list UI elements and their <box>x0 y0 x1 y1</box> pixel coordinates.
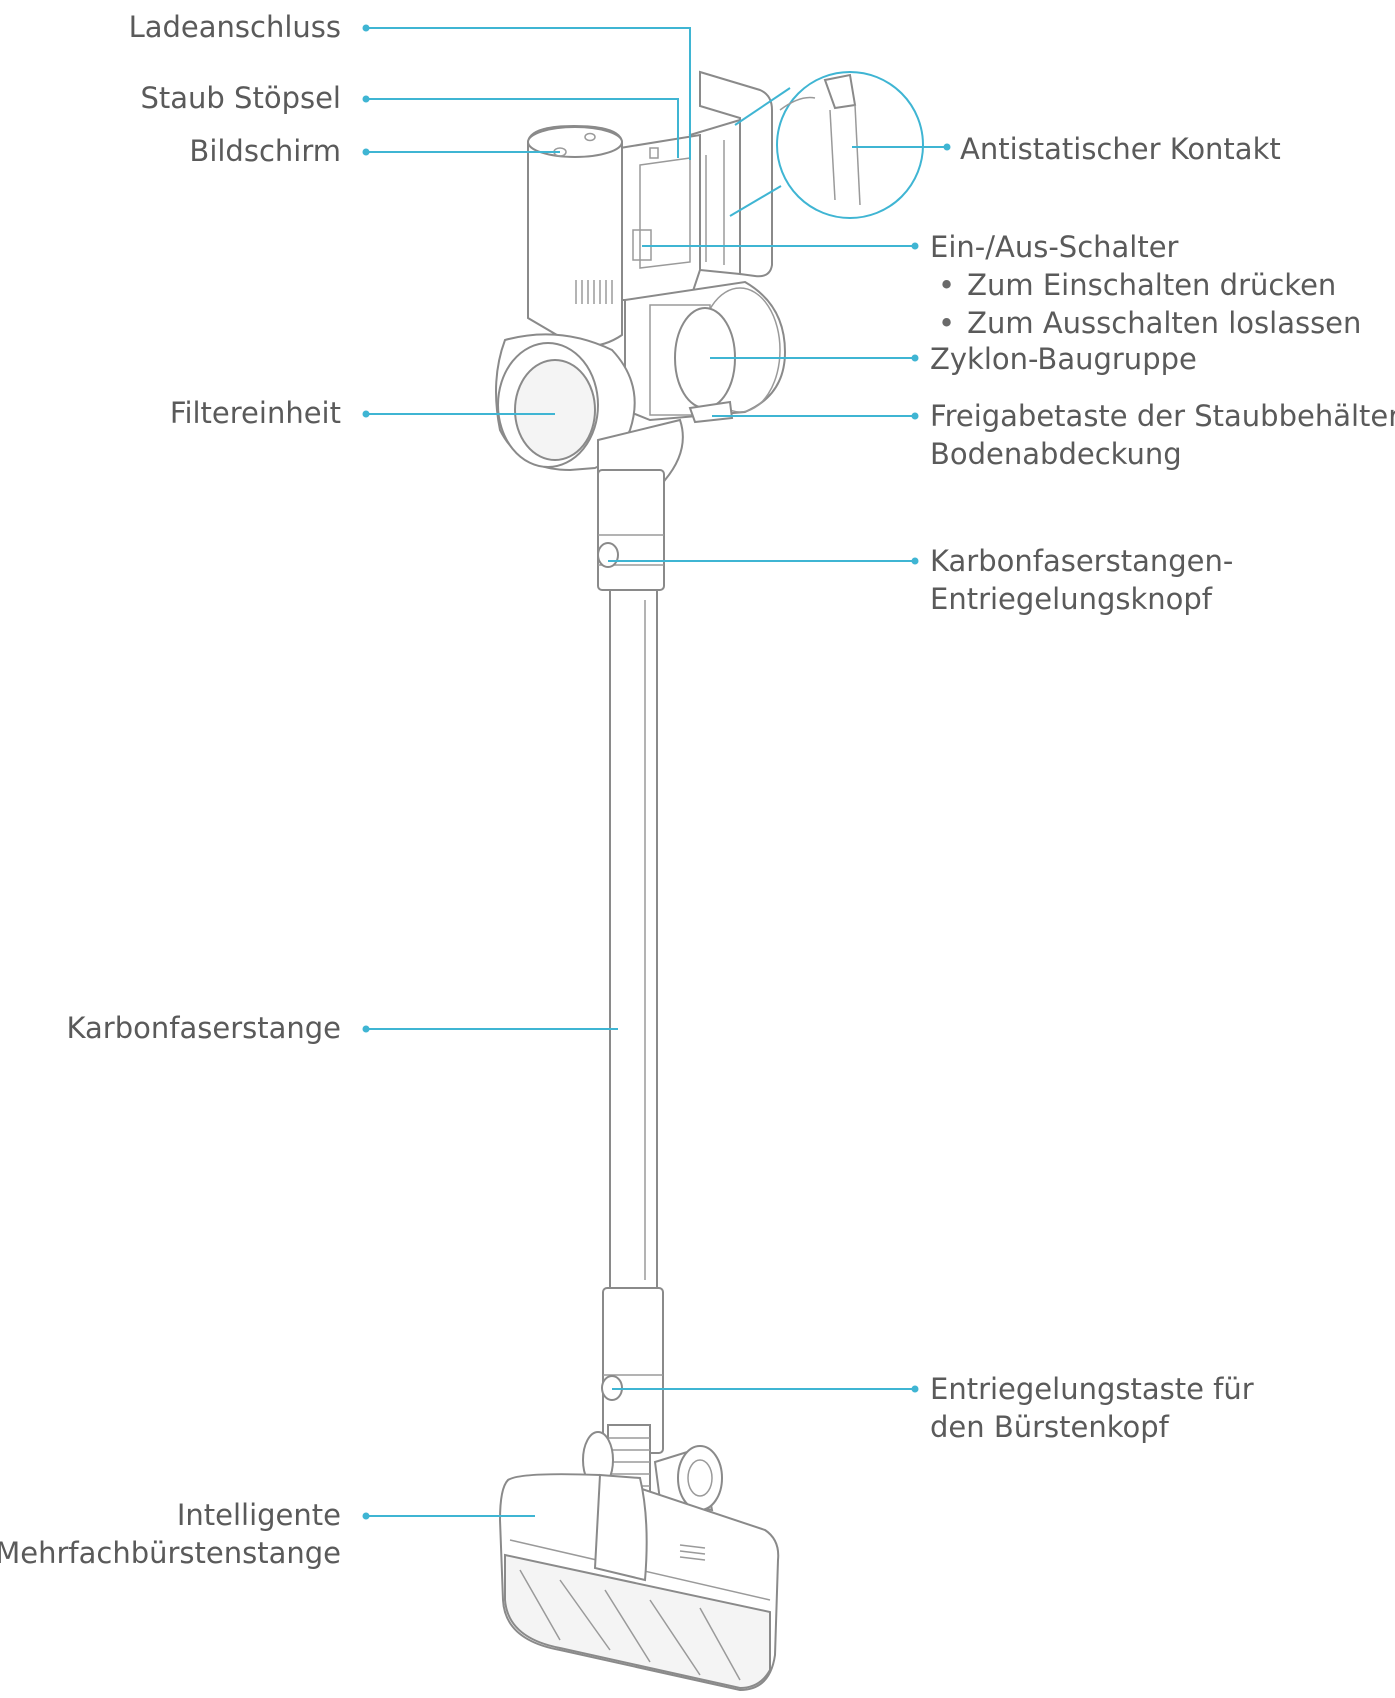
label-brush-bar-line2: Mehrfachbürstenstange <box>0 1536 341 1570</box>
label-carbon-rod: Karbonfaserstange <box>66 1011 341 1045</box>
label-rod-release: Karbonfaserstangen- Entriegelungsknopf <box>930 542 1233 618</box>
label-brush-bar: Intelligente Mehrfachbürstenstange <box>0 1496 341 1572</box>
label-brush-bar-line1: Intelligente <box>176 1498 341 1532</box>
label-power-switch-title: Ein-/Aus-Schalter <box>930 230 1179 264</box>
label-brush-release: Entriegelungstaste für den Bürstenkopf <box>930 1370 1254 1446</box>
label-cyclone-assembly: Zyklon-Baugruppe <box>930 342 1197 376</box>
leader-lines <box>362 24 951 1520</box>
label-dustbin-release-line2: Bodenabdeckung <box>930 437 1182 471</box>
label-rod-release-line1: Karbonfaserstangen- <box>930 544 1234 578</box>
label-rod-release-line2: Entriegelungsknopf <box>930 582 1213 616</box>
detail-zoom-circle <box>776 71 924 219</box>
display-column <box>527 124 623 348</box>
vacuum-illustration <box>495 70 924 1692</box>
label-dustbin-release-line1: Freigabetaste der Staubbehälter- <box>930 399 1395 433</box>
neck-body <box>619 133 701 301</box>
label-power-switch: Ein-/Aus-Schalter Zum Einschalten drücke… <box>930 228 1361 342</box>
label-brush-release-line2: den Bürstenkopf <box>930 1410 1169 1444</box>
label-display: Bildschirm <box>189 134 341 168</box>
label-dustbin-release: Freigabetaste der Staubbehälter- Bodenab… <box>930 397 1395 473</box>
label-dust-plug: Staub Stöpsel <box>140 81 342 115</box>
label-brush-release-line1: Entriegelungstaste für <box>930 1372 1254 1406</box>
label-charging-port: Ladeanschluss <box>128 10 341 44</box>
rod-coupler <box>597 469 665 591</box>
label-power-switch-note-1: Zum Einschalten drücken <box>930 266 1361 304</box>
label-power-switch-note-2: Zum Ausschalten loslassen <box>930 304 1361 342</box>
label-antistatic-contact: Antistatischer Kontakt <box>960 132 1281 166</box>
carbon-rod <box>609 589 658 1291</box>
handle-frame <box>699 70 773 278</box>
label-filter-unit: Filtereinheit <box>169 396 341 430</box>
